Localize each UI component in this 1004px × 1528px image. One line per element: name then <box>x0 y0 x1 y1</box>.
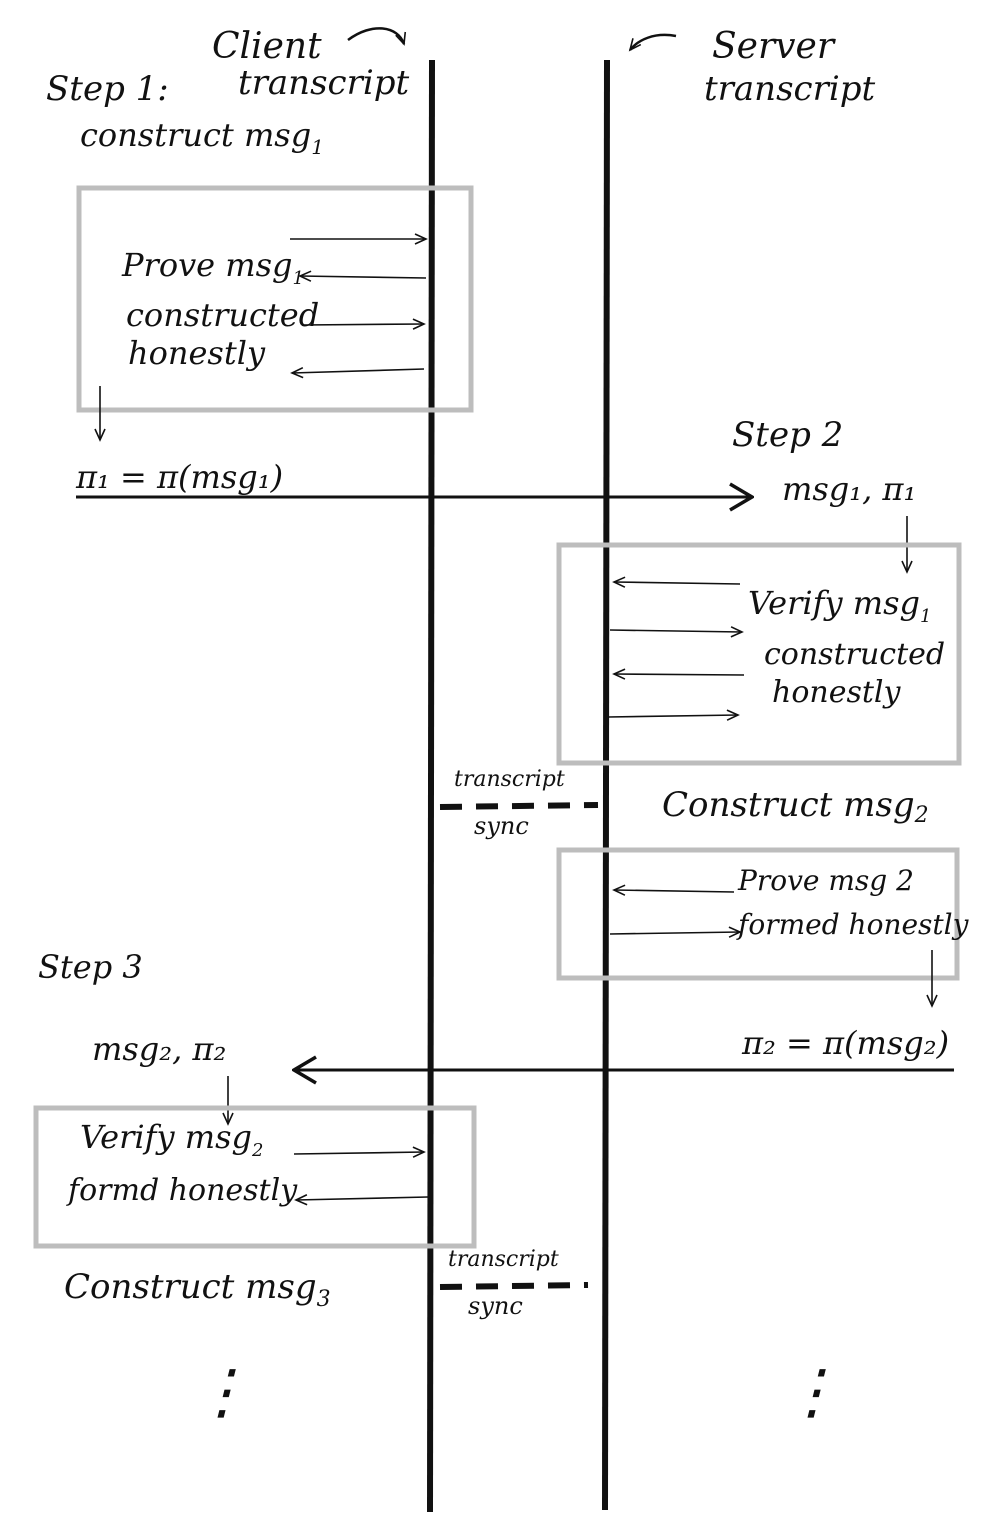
client-lifeline <box>427 59 435 1513</box>
step2-verify-line1: Verify msg1 <box>748 584 931 627</box>
step1-label: Step 1: <box>46 69 169 109</box>
client-header-arrow <box>347 27 407 46</box>
step3-exchange-arrow-2 <box>294 1194 429 1206</box>
step3-verify-line2: formd honestly <box>66 1173 298 1208</box>
step2-proof-label: π₂ = π(msg₂) <box>741 1024 949 1062</box>
step2-prove-line2: formed honestly <box>736 908 970 941</box>
step1-prove-line3: honestly <box>128 334 266 372</box>
step2-verify-line2: constructed <box>764 637 945 672</box>
step2-exchange-arrow-2 <box>609 626 744 638</box>
sync2-label-top: transcript <box>448 1247 559 1272</box>
step2-prove-arrow-1 <box>612 884 735 896</box>
server-ellipsis: ⋮ <box>782 1357 842 1427</box>
step3-verify-line1: Verify msg2 <box>80 1118 263 1161</box>
step1-proof-label: π₁ = π(msg₁) <box>75 458 283 496</box>
step2-verify-line3: honestly <box>772 675 902 710</box>
step3-construct: Construct msg3 <box>64 1267 331 1312</box>
step1-prove-line2: constructed <box>126 296 319 334</box>
sync2-dashed-line <box>439 1282 589 1290</box>
step2-prove-arrow-2 <box>609 926 742 938</box>
step2-construct: Construct msg2 <box>662 785 929 828</box>
step3-received: msg₂, π₂ <box>92 1030 226 1068</box>
server-header-arrow <box>628 33 677 52</box>
step2-verify-box <box>556 542 962 766</box>
step2-exchange-arrow-1 <box>612 576 741 588</box>
sync2-label-bottom: sync <box>468 1292 523 1320</box>
step1-action: construct msg1 <box>80 116 324 159</box>
client-lane-subtitle: transcript <box>238 63 409 103</box>
step1-prove-box <box>76 185 474 413</box>
step1-exchange-arrow-3 <box>301 318 426 330</box>
server-lane-subtitle: transcript <box>704 69 875 109</box>
step2-exchange-arrow-3 <box>612 668 745 680</box>
client-lane-title: Client <box>212 26 322 67</box>
sync1-dashed-line <box>439 802 599 810</box>
server-lane-title: Server <box>712 26 836 67</box>
step3-verify-box <box>33 1105 477 1249</box>
client-ellipsis: ⋮ <box>192 1357 252 1427</box>
step1-exchange-arrow-4 <box>290 366 425 379</box>
step3-exchange-arrow-1 <box>293 1146 426 1158</box>
step2-exchange-arrow-4 <box>607 709 740 721</box>
step3-label: Step 3 <box>38 948 143 986</box>
sync1-label-bottom: sync <box>474 812 529 840</box>
step2-received: msg₁, π₁ <box>782 470 916 508</box>
step1-prove-line1: Prove msg1 <box>121 246 304 289</box>
server-lifeline <box>602 59 610 1511</box>
sync1-label-top: transcript <box>454 767 565 792</box>
step2-prove-box <box>556 847 960 981</box>
step2-label: Step 2 <box>732 415 843 455</box>
step1-exchange-arrow-2 <box>298 270 427 282</box>
step2-prove-line1: Prove msg 2 <box>737 864 914 897</box>
